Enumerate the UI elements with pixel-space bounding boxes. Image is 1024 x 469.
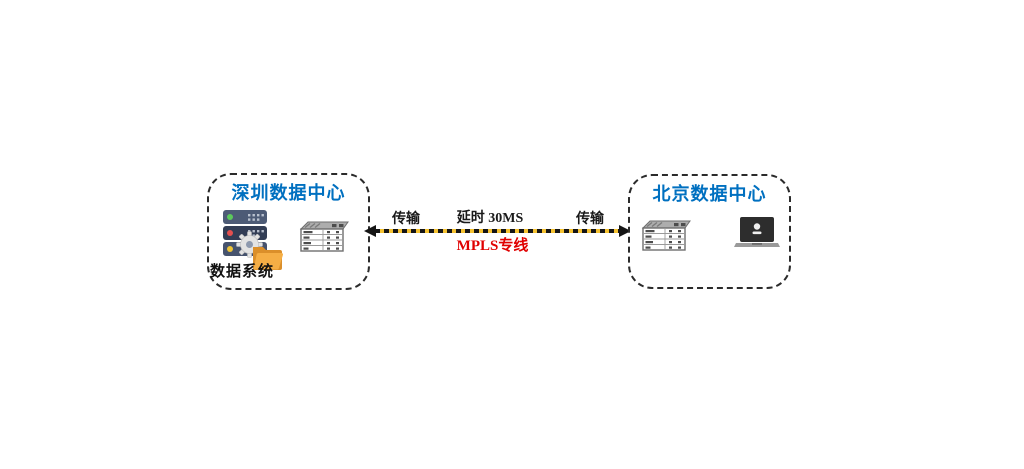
folder-icon: [251, 242, 285, 271]
laptop-icon: [733, 216, 781, 250]
mpls-line-label: MPLS专线: [456, 238, 529, 254]
arrowhead-left-icon: [364, 225, 376, 237]
shenzhen-datacenter-title: 深圳数据中心: [231, 183, 346, 203]
transfer-label-right: 传输: [576, 212, 604, 227]
data-system-label: 数据系统: [210, 264, 275, 280]
transfer-label-left: 传输: [392, 212, 420, 227]
router-icon-shenzhen: [299, 219, 349, 255]
latency-label: 延时 30MS: [456, 211, 524, 226]
link-line: [375, 229, 620, 233]
beijing-datacenter-title: 北京数据中心: [652, 184, 767, 204]
router-icon-beijing: [641, 218, 691, 254]
